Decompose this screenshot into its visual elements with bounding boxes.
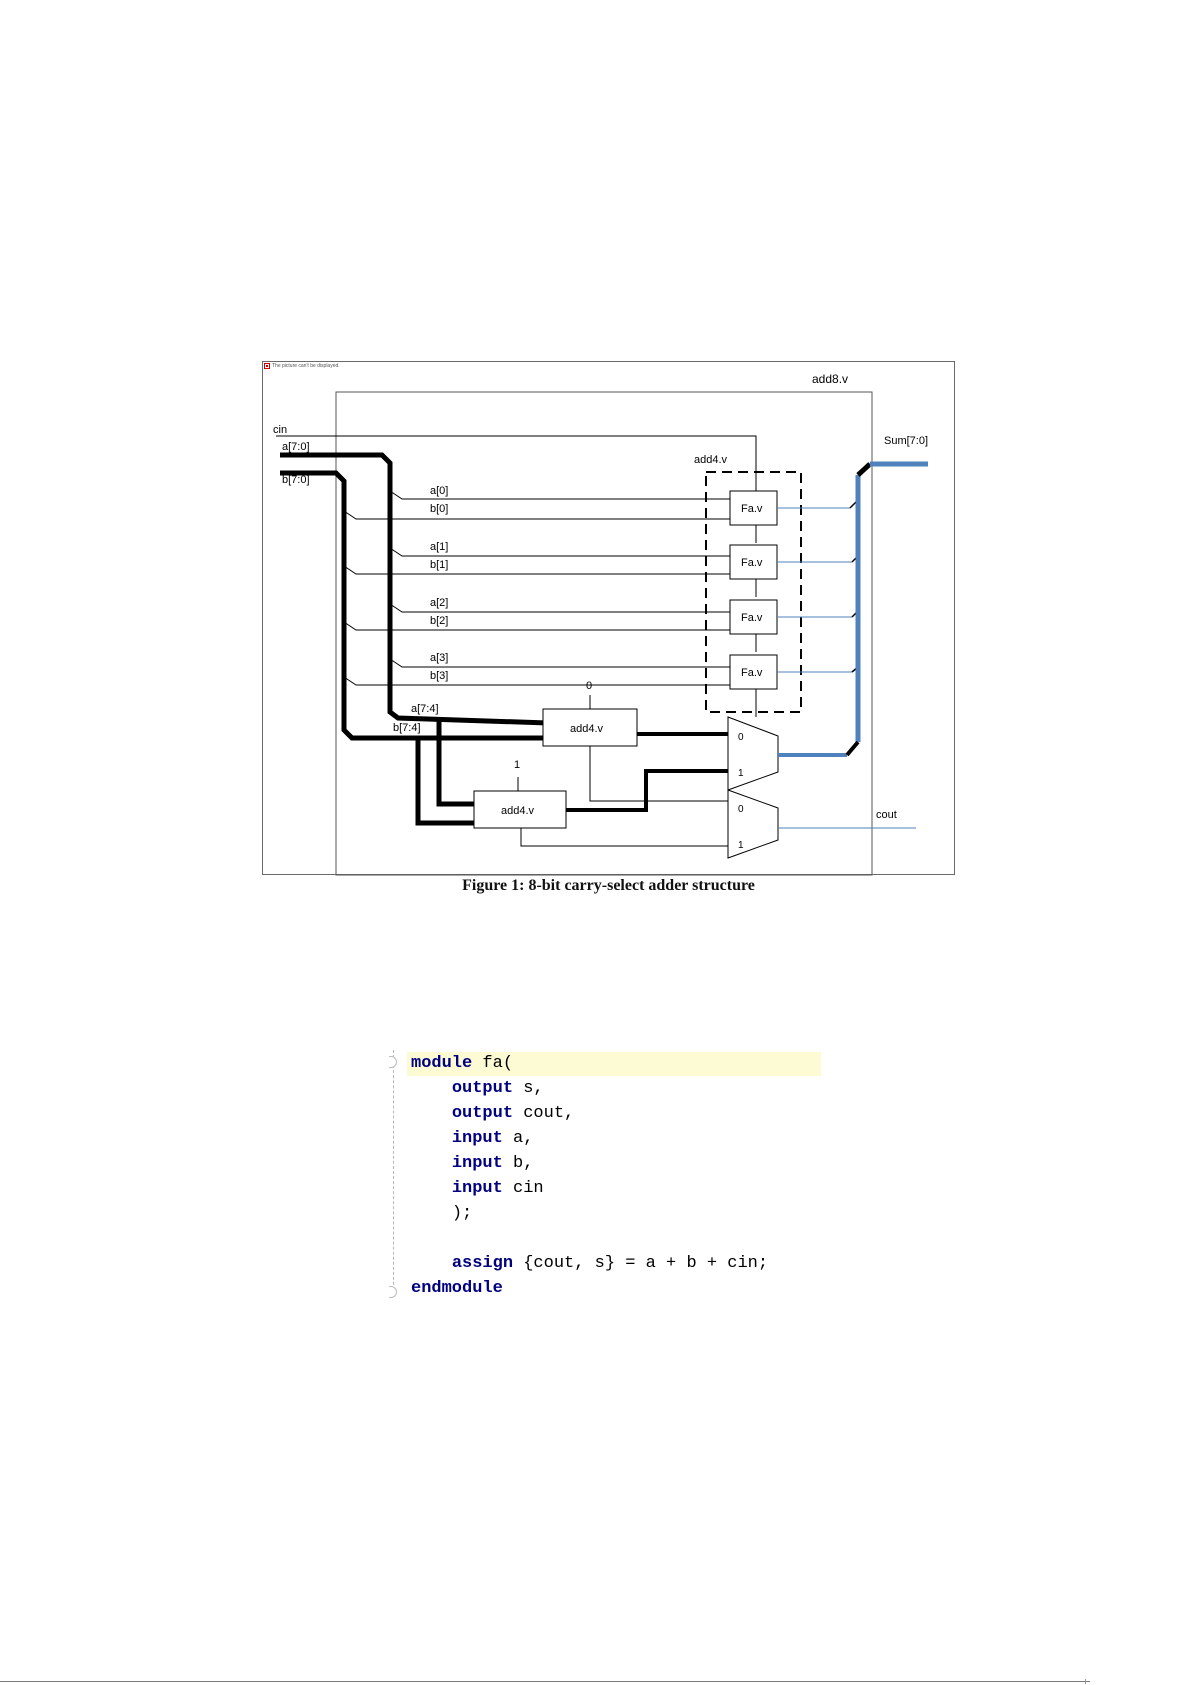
const-one-label: 1 bbox=[514, 759, 520, 771]
b2-label: b[2] bbox=[430, 615, 448, 627]
cout-label: cout bbox=[876, 809, 897, 821]
b2-wire bbox=[343, 621, 730, 631]
sum-bus-bend bbox=[856, 462, 872, 477]
code-line: input cin bbox=[451, 1179, 544, 1198]
b-high-branch bbox=[415, 738, 474, 826]
fa-label-3: Fa.v bbox=[741, 667, 763, 679]
broken-image-text: The picture can't be displayed. bbox=[272, 363, 340, 369]
code-line: input a, bbox=[451, 1129, 534, 1148]
page-corner-mark bbox=[1085, 1679, 1086, 1684]
add4-block-carry1 bbox=[473, 790, 567, 829]
figure-frame bbox=[262, 361, 955, 875]
verilog-code-block: module fa( output s, output cout, input … bbox=[389, 1050, 839, 1310]
code-line: output cout, bbox=[451, 1104, 575, 1123]
a-bus-label: a[7:0] bbox=[282, 441, 310, 453]
add4-block-carry1-label: add4.v bbox=[501, 805, 535, 817]
a3-wire bbox=[389, 658, 730, 668]
code-gutter bbox=[393, 1050, 395, 1295]
b-bus-wire bbox=[280, 470, 548, 741]
b-bus-label: b[7:0] bbox=[282, 474, 310, 486]
b3-label: b[3] bbox=[430, 670, 448, 682]
a-bus-wire bbox=[280, 452, 549, 726]
a1-label: a[1] bbox=[430, 541, 448, 553]
add4-dashed-boundary bbox=[705, 471, 802, 713]
code-line: input b, bbox=[451, 1154, 534, 1173]
cin-wire bbox=[276, 435, 757, 494]
add4-carry0-cout-to-mux bbox=[589, 746, 728, 802]
broken-image-icon bbox=[264, 363, 270, 369]
fa-block-3 bbox=[729, 654, 778, 690]
code-line: assign {cout, s} = a + b + cin; bbox=[451, 1254, 769, 1273]
fa-label-2: Fa.v bbox=[741, 612, 763, 624]
page-bottom-rule bbox=[0, 1681, 1090, 1682]
fa-label-1: Fa.v bbox=[741, 557, 763, 569]
a-high-branch bbox=[436, 718, 474, 807]
broken-image-notice: The picture can't be displayed. bbox=[264, 363, 340, 369]
sum-bus-label: Sum[7:0] bbox=[884, 435, 928, 447]
add4-block-carry0 bbox=[542, 708, 638, 747]
bit-wires bbox=[343, 490, 730, 686]
fa-block-1 bbox=[729, 544, 778, 580]
sum-mux bbox=[727, 716, 779, 791]
add4-label: add4.v bbox=[694, 454, 728, 466]
add8-label: add8.v bbox=[812, 372, 848, 386]
b0-wire bbox=[343, 510, 730, 520]
b3-wire bbox=[343, 676, 730, 686]
b1-label: b[1] bbox=[430, 559, 448, 571]
figure-caption: Figure 1: 8-bit carry-select adder struc… bbox=[462, 877, 755, 894]
code-line: endmodule bbox=[411, 1279, 503, 1298]
cout-mux-in0-label: 0 bbox=[738, 804, 744, 815]
code-line: module fa( bbox=[407, 1052, 821, 1076]
fa-block-0 bbox=[729, 490, 778, 526]
a-high-label: a[7:4] bbox=[411, 703, 439, 715]
fa-label-0: Fa.v bbox=[741, 503, 763, 515]
code-line: output s, bbox=[451, 1079, 544, 1098]
fold-open-icon[interactable] bbox=[389, 1056, 397, 1068]
add8-module-box bbox=[335, 391, 873, 876]
fa-block-2 bbox=[729, 599, 778, 635]
sum-mux-in0-label: 0 bbox=[738, 732, 744, 743]
code-line: ); bbox=[451, 1204, 473, 1223]
a0-label: a[0] bbox=[430, 485, 448, 497]
fold-close-icon[interactable] bbox=[389, 1286, 397, 1298]
add4-block-carry0-label: add4.v bbox=[570, 723, 604, 735]
a0-wire bbox=[389, 490, 730, 500]
cin-label: cin bbox=[273, 424, 287, 436]
a2-label: a[2] bbox=[430, 597, 448, 609]
b0-label: b[0] bbox=[430, 503, 448, 515]
a2-wire bbox=[389, 603, 730, 613]
const-zero-label: 0 bbox=[586, 680, 592, 692]
add4-carry1-to-mux bbox=[566, 769, 728, 812]
cout-mux bbox=[727, 789, 779, 859]
sum-mux-in1-label: 1 bbox=[738, 768, 744, 779]
a1-wire bbox=[389, 547, 730, 557]
b1-wire bbox=[343, 565, 730, 575]
a3-label: a[3] bbox=[430, 652, 448, 664]
add4-carry1-cout-to-mux bbox=[520, 828, 728, 847]
cout-mux-in1-label: 1 bbox=[738, 840, 744, 851]
b-high-label: b[7:4] bbox=[393, 722, 421, 734]
